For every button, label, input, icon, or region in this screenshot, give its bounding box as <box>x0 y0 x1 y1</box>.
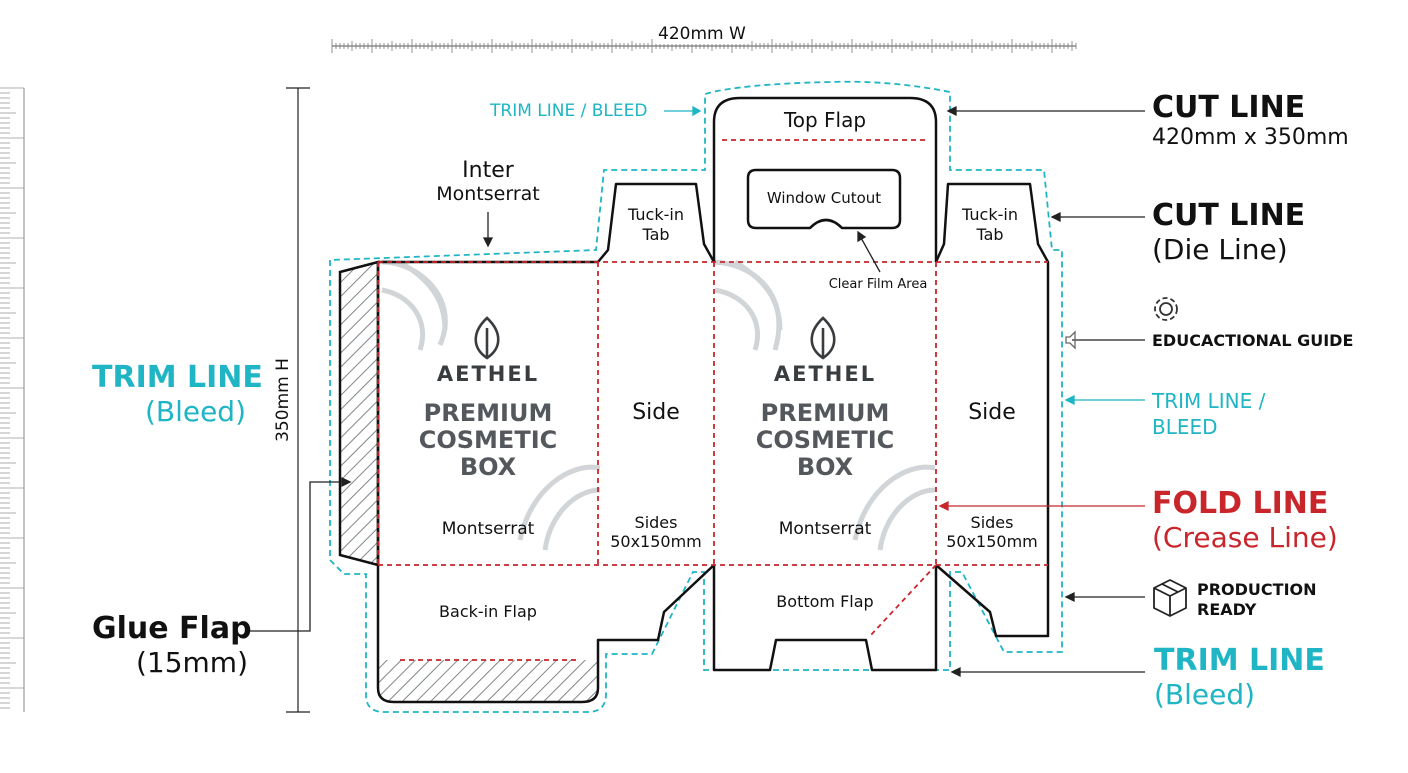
trim-right-line2: BLEED <box>1152 415 1218 439</box>
glue-flap-line2: (15mm) <box>135 646 248 679</box>
product-line-3: BOX <box>796 453 854 481</box>
side-label: Side <box>968 400 1016 425</box>
side-label: Side <box>632 400 680 425</box>
cut-line-2-label: CUT LINE (Die Line) <box>1152 198 1305 266</box>
tuck-in-tab-right: Tuck-in Tab <box>950 205 1030 245</box>
font-note: Montserrat <box>441 519 535 539</box>
speaker-icon <box>1065 330 1076 350</box>
educational-guide-label: EDUCACTIONAL GUIDE <box>1152 331 1354 350</box>
tuck-in-tab-line1: Tuck-in <box>628 205 684 224</box>
tuck-in-tab-left: Tuck-in Tab <box>616 205 696 245</box>
production-ready-label: PRODUCTION READY <box>1197 580 1317 620</box>
glue-flap-label: Glue Flap (15mm) <box>92 611 252 679</box>
trim-bottom-label: TRIM LINE (Bleed) <box>1154 643 1325 711</box>
trim-left-line1: TRIM LINE <box>92 360 263 395</box>
trim-top-label: TRIM LINE / BLEED <box>490 101 648 121</box>
product-line-1: PREMIUM <box>423 399 553 427</box>
glue-flap <box>338 260 380 567</box>
box-icon <box>1153 579 1187 617</box>
top-flap-label: Top Flap <box>783 108 867 132</box>
production-line1: PRODUCTION <box>1197 580 1317 599</box>
trim-right-line1: TRIM LINE / <box>1152 389 1266 413</box>
back-panel: AETHEL PREMIUM COSMETIC BOX Montserrat <box>714 362 936 539</box>
cut-line-2-sub: (Die Line) <box>1152 233 1288 266</box>
production-line2: READY <box>1197 600 1257 619</box>
sides-size-line2: 50x150mm <box>610 532 702 551</box>
glue-flap-line1: Glue Flap <box>92 611 252 646</box>
clear-film-area-label: Clear Film Area <box>828 277 928 292</box>
ruler-top <box>331 39 1077 53</box>
sides-size-line1: Sides <box>970 513 1014 532</box>
sides-size-line1: Sides <box>634 513 678 532</box>
cut-line-1-sub: 420mm x 350mm <box>1152 125 1349 150</box>
tuck-in-tab-line1: Tuck-in <box>962 205 1018 224</box>
back-in-flap-label: Back-in Flap <box>439 602 537 621</box>
height-label: 350mm H <box>272 355 293 445</box>
side-panel-left: Side Sides 50x150mm <box>598 400 714 551</box>
tuck-in-tab-line2: Tab <box>976 225 1004 244</box>
ruler-left <box>0 87 25 712</box>
brand-name: AETHEL <box>773 362 877 386</box>
trim-bottom-line2: (Bleed) <box>1154 678 1256 711</box>
leaf-logo-icon <box>474 316 500 360</box>
font-inter-line2: Montserrat <box>436 183 540 205</box>
front-panel: AETHEL PREMIUM COSMETIC BOX Montserrat <box>378 362 598 539</box>
side-panel-right: Side Sides 50x150mm <box>936 400 1048 551</box>
product-line-2: COSMETIC <box>418 426 558 454</box>
window-cutout-label: Window Cutout <box>766 189 882 207</box>
cut-line-1-label: CUT LINE 420mm x 350mm <box>1152 90 1349 150</box>
cut-line-2-title: CUT LINE <box>1152 198 1306 233</box>
fold-line-label: FOLD LINE (Crease Line) <box>1152 486 1338 554</box>
leaf-logo-icon-2 <box>810 316 836 360</box>
product-line-3: BOX <box>459 453 517 481</box>
product-line-2: COSMETIC <box>755 426 895 454</box>
height-dimension-line <box>286 87 310 713</box>
gear-icon <box>1154 297 1178 321</box>
trim-left-line2: (Bleed) <box>144 395 246 428</box>
font-inter-line1: Inter <box>462 158 514 183</box>
fold-line-title: FOLD LINE <box>1152 486 1329 521</box>
fold-lines <box>377 139 1048 661</box>
brand-name: AETHEL <box>436 362 540 386</box>
font-note: Montserrat <box>778 519 872 539</box>
product-line-1: PREMIUM <box>760 399 890 427</box>
back-in-flap-hatch <box>378 660 598 702</box>
cut-line-1-title: CUT LINE <box>1152 90 1306 125</box>
tuck-in-tab-line2: Tab <box>642 225 670 244</box>
trim-left-label: TRIM LINE (Bleed) <box>92 360 263 428</box>
font-inter-note: Inter Montserrat <box>420 158 556 205</box>
leaf-ornaments <box>381 259 936 551</box>
bottom-flap-label: Bottom Flap <box>776 592 874 611</box>
trim-right-label: TRIM LINE / BLEED <box>1152 388 1265 440</box>
width-label: 420mm W <box>655 24 749 44</box>
trim-bottom-line1: TRIM LINE <box>1154 643 1325 678</box>
sides-size-line2: 50x150mm <box>946 532 1038 551</box>
annotation-arrows <box>250 105 1145 678</box>
fold-line-sub: (Crease Line) <box>1152 521 1338 554</box>
